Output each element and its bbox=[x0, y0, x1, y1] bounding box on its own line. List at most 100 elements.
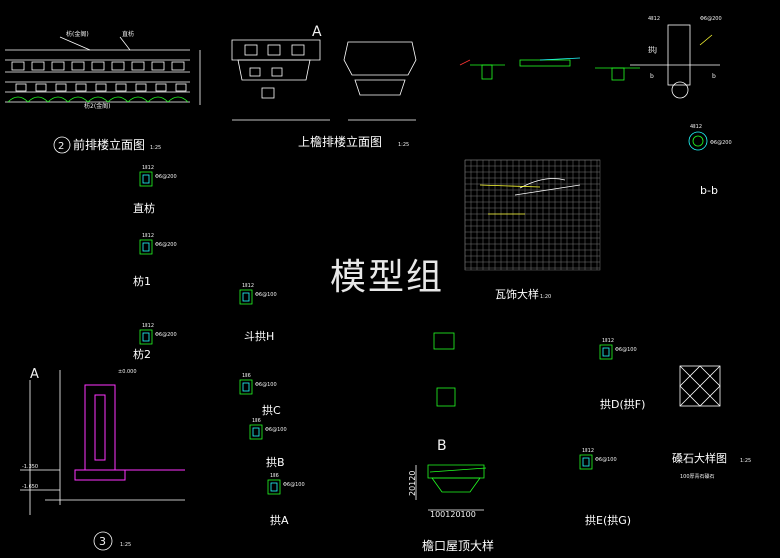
part-name: 枋2 bbox=[133, 347, 151, 361]
section-b-stirrup: Φ6@200 bbox=[710, 140, 732, 146]
eave-block bbox=[115, 83, 127, 92]
eave-arc bbox=[167, 96, 189, 103]
part-section bbox=[599, 344, 613, 360]
part-stirrup: Φ6@100 bbox=[265, 427, 287, 433]
eave-block bbox=[171, 61, 185, 71]
part-stirrup: Φ6@200 bbox=[155, 174, 177, 180]
part-core bbox=[252, 427, 260, 437]
part-core bbox=[242, 382, 250, 392]
part-core bbox=[142, 242, 150, 252]
part-rebar: 1Ⅱ12 bbox=[142, 323, 154, 329]
part-rebar: 1Ⅱ6 bbox=[252, 418, 261, 424]
top-right-stirrup: Φ6@200 bbox=[700, 16, 722, 22]
part-name: 拱D(拱F) bbox=[600, 397, 645, 411]
part-rebar: 1Ⅱ12 bbox=[142, 233, 154, 239]
front-eave-scale: 1:25 bbox=[150, 145, 161, 151]
eave-block bbox=[151, 61, 165, 71]
eave-block bbox=[35, 83, 47, 92]
section-b-title: b-b bbox=[700, 184, 718, 197]
eave-arc bbox=[107, 96, 129, 103]
eave-block bbox=[75, 83, 87, 92]
detail-3-scale: 1:25 bbox=[120, 542, 131, 548]
part-name: 斗拱H bbox=[244, 329, 274, 343]
front-eave-circle-no: 2 bbox=[58, 141, 64, 152]
eave-block bbox=[31, 61, 45, 71]
top-right-rebar: 4Ⅱ12 bbox=[648, 16, 660, 22]
detail-3-elev-top: ±0.000 bbox=[118, 369, 137, 375]
part-section bbox=[139, 239, 153, 255]
part-core bbox=[582, 457, 590, 467]
part-rebar: 1Ⅱ12 bbox=[142, 165, 154, 171]
eave-block bbox=[51, 61, 65, 71]
front-eave-elevation: 枋(金阁) 直枋 枋2(金阁) 2 前排楼立面图 1:25 bbox=[5, 30, 190, 154]
part-stirrup: Φ6@200 bbox=[155, 332, 177, 338]
part-section bbox=[267, 479, 281, 495]
detail-3: A ±0.000 -1.350 -1.650 3 1:25 bbox=[20, 367, 185, 551]
eave-block bbox=[11, 61, 25, 71]
upper-eave-title: 上檐排楼立面图 bbox=[298, 134, 382, 149]
tile-detail-scale: 1:20 bbox=[540, 294, 551, 300]
part-stirrup: Φ6@100 bbox=[255, 382, 277, 388]
front-eave-label-bottom: 枋2(金阁) bbox=[84, 102, 111, 110]
part-section bbox=[249, 424, 263, 440]
part-name: 拱B bbox=[266, 455, 285, 469]
section-b-b: 4Ⅱ12 Φ6@200 b-b bbox=[688, 124, 732, 197]
upper-eave-section-mark: A bbox=[312, 24, 322, 40]
part-name: 枋1 bbox=[133, 274, 151, 288]
part-rebar: 1Ⅱ6 bbox=[270, 473, 279, 479]
detail-3-elev-b: -1.650 bbox=[22, 484, 38, 490]
section-b-mark-label: B bbox=[437, 438, 447, 454]
roof-detail-dim-v: 20120 bbox=[408, 471, 417, 496]
part-core bbox=[142, 332, 150, 342]
part-core bbox=[142, 174, 150, 184]
part-rebar: 1Ⅱ12 bbox=[582, 448, 594, 454]
eave-block bbox=[135, 83, 147, 92]
detail-3-circle-no: 3 bbox=[99, 535, 106, 548]
watermark-text: 模型组 bbox=[330, 257, 445, 298]
part-rebar: 1Ⅱ12 bbox=[602, 338, 614, 344]
eave-arc bbox=[47, 96, 69, 103]
upper-eave-elevation: A 上檐排楼立面图 1:25 bbox=[199, 24, 417, 149]
section-b-rebar: 4Ⅱ12 bbox=[690, 124, 702, 130]
part-rebar: 1Ⅱ12 bbox=[242, 283, 254, 289]
eave-block bbox=[111, 61, 125, 71]
eave-arc bbox=[7, 96, 29, 103]
eave-block bbox=[91, 61, 105, 71]
part-name: 拱C bbox=[262, 403, 281, 417]
eave-arc bbox=[67, 96, 89, 103]
part-stirrup: Φ6@200 bbox=[155, 242, 177, 248]
eave-arc bbox=[87, 96, 109, 103]
part-name: 直枋 bbox=[133, 201, 155, 215]
tile-detail: 瓦饰大样 1:20 bbox=[464, 159, 601, 301]
eave-block bbox=[131, 61, 145, 71]
stone-detail: 磉石大样图 1:25 100厚青石磉石 bbox=[672, 365, 751, 480]
part-section bbox=[139, 171, 153, 187]
part-core bbox=[602, 347, 610, 357]
part-stirrup: Φ6@100 bbox=[615, 347, 637, 353]
part-name: 拱A bbox=[270, 513, 289, 527]
top-right-b: b bbox=[650, 73, 654, 80]
part-core bbox=[242, 292, 250, 302]
part-section bbox=[139, 329, 153, 345]
part-stirrup: Φ6@100 bbox=[595, 457, 617, 463]
tile-detail-title: 瓦饰大样 bbox=[495, 287, 539, 301]
section-b-mark: B bbox=[433, 332, 456, 454]
part-rebar: 1Ⅱ6 bbox=[242, 373, 251, 379]
eave-arc bbox=[127, 96, 149, 103]
detail-3-elev-a: -1.350 bbox=[22, 464, 38, 470]
top-right-details: 拱J 4Ⅱ12 Φ6@200 b b bbox=[459, 16, 722, 99]
front-eave-label-a: 枋(金阁) bbox=[66, 30, 89, 38]
part-stirrup: Φ6@100 bbox=[255, 292, 277, 298]
part-stirrup: Φ6@100 bbox=[283, 482, 305, 488]
roof-detail: 100120100 20120 檐口屋顶大样 bbox=[408, 464, 494, 553]
roof-detail-dims: 100120100 bbox=[430, 510, 476, 519]
parts-layer: 1Ⅱ12Φ6@200直枋1Ⅱ12Φ6@200枋11Ⅱ12Φ6@200枋21Ⅱ12… bbox=[133, 165, 645, 527]
